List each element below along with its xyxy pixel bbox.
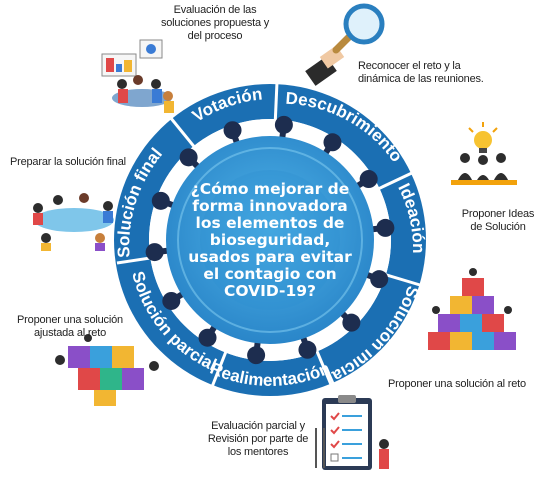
question-line: usados para evitar (188, 248, 352, 266)
caption-votacion: Evaluación de las soluciones propuesta y… (150, 4, 280, 43)
caption-descubrimiento: Reconocer el reto y la dinámica de las r… (358, 60, 508, 86)
caption-line: del proceso (187, 30, 243, 42)
caption-solucion-inicial: Proponer una solución al reto (388, 378, 538, 391)
virus-spike-head (370, 270, 389, 289)
caption-line: Evaluación parcial y (211, 420, 305, 432)
building-blocks-icon (428, 268, 516, 350)
caption-ideacion: Proponer Ideas de Solución (460, 208, 536, 234)
question-line: COVID-19? (224, 282, 316, 300)
virus-spike-head (359, 170, 378, 189)
lightbulb-team-icon (451, 122, 517, 185)
caption-line: Evaluación de las (173, 4, 257, 16)
caption-solucion-final: Preparar la solución final (10, 156, 140, 169)
virus-spike-head (223, 121, 242, 140)
caption-line: Reconocer el reto y la (358, 60, 461, 72)
question-line: ¿Cómo mejorar de (191, 180, 350, 198)
virus-spike-head (376, 218, 395, 237)
center-question: ¿Cómo mejorar de forma innovadora los el… (188, 180, 352, 300)
virus-spike-head (274, 115, 293, 134)
caption-line: soluciones propuesta y (160, 17, 270, 29)
team-meeting-icon (101, 39, 174, 113)
caption-line: Proponer una solución (17, 314, 123, 326)
puzzle-pieces-icon (55, 334, 159, 406)
caption-line: Preparar la solución final (10, 156, 126, 168)
magnifying-glass-icon (305, 3, 385, 86)
virus-spike-head (145, 243, 164, 262)
virus-spike-heads (145, 115, 395, 365)
question-line: bioseguridad, (210, 231, 330, 249)
virus-body (166, 136, 374, 344)
virus-spike-head (298, 340, 317, 359)
caption-solucion-parcial: Proponer una solución ajustada al reto (10, 314, 130, 340)
virus-spike-head (323, 133, 342, 152)
question-line: los elementos de (196, 214, 345, 232)
virus-spike-head (151, 191, 170, 210)
caption-line: Revisión por parte de (207, 433, 309, 445)
virus-spike-head (247, 346, 266, 365)
caption-line: dinámica de las reuniones. (358, 73, 484, 85)
caption-line: ajustada al reto (33, 327, 107, 339)
question-line: el contagio con (203, 265, 336, 283)
virus-spike-head (162, 291, 181, 310)
caption-line: los mentores (227, 446, 289, 458)
checklist-clipboard-icon (315, 395, 389, 470)
virus-spike-head (342, 313, 361, 332)
caption-line: de Solución (470, 221, 526, 233)
caption-line: Proponer una solución al reto (388, 378, 526, 390)
question-line: forma innovadora (192, 197, 347, 215)
virus-spike-head (179, 148, 198, 167)
caption-realimentacion: Evaluación parcial y Revisión por parte … (198, 420, 318, 459)
caption-line: Proponer Ideas (461, 208, 535, 220)
virus-graphic (145, 115, 395, 365)
virus-spike-head (198, 328, 217, 347)
round-table-icon (33, 193, 114, 251)
